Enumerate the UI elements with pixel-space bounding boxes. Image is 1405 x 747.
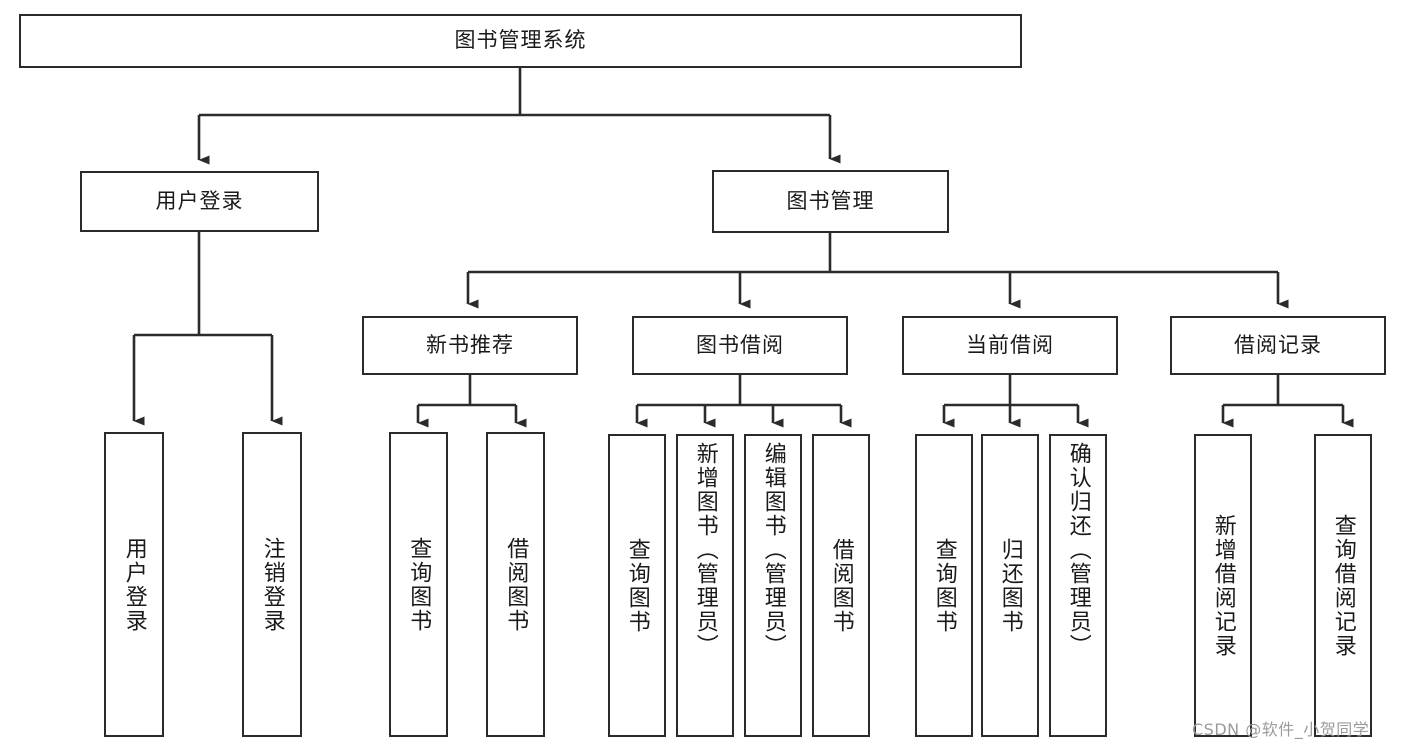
node-leaf-query-book-3[interactable]: 查询图书: [915, 434, 973, 737]
node-leaf-query-book-1[interactable]: 查询图书: [389, 432, 448, 737]
node-leaf-query-book-2[interactable]: 查询图书: [608, 434, 666, 737]
node-leaf-add-record-label: 新增借阅记录: [1210, 513, 1236, 658]
node-leaf-add-book-label: 新增图书（管理员）: [692, 442, 718, 658]
node-leaf-add-book[interactable]: 新增图书（管理员）: [676, 434, 734, 737]
node-leaf-user-login[interactable]: 用户登录: [104, 432, 164, 737]
node-borrow-record[interactable]: 借阅记录: [1170, 316, 1386, 375]
node-borrow-record-label: 借阅记录: [1234, 332, 1322, 357]
node-new-book-recommend[interactable]: 新书推荐: [362, 316, 578, 375]
node-leaf-query-book-3-label: 查询图书: [931, 537, 957, 634]
node-leaf-borrow-book-2[interactable]: 借阅图书: [812, 434, 870, 737]
node-leaf-borrow-book-2-label: 借阅图书: [828, 537, 854, 634]
node-book-borrow-label: 图书借阅: [696, 332, 784, 357]
node-leaf-confirm-return[interactable]: 确认归还（管理员）: [1049, 434, 1107, 737]
node-user-login-label: 用户登录: [155, 188, 244, 213]
node-leaf-user-login-label: 用户登录: [121, 536, 147, 633]
node-leaf-confirm-return-label: 确认归还（管理员）: [1065, 442, 1091, 658]
node-current-borrow[interactable]: 当前借阅: [902, 316, 1118, 375]
node-leaf-borrow-book-1[interactable]: 借阅图书: [486, 432, 545, 737]
node-leaf-user-logout-label: 注销登录: [259, 536, 285, 633]
node-root[interactable]: 图书管理系统: [19, 14, 1022, 68]
node-leaf-edit-book[interactable]: 编辑图书（管理员）: [744, 434, 802, 737]
node-leaf-edit-book-label: 编辑图书（管理员）: [760, 442, 786, 658]
node-leaf-query-book-1-label: 查询图书: [406, 536, 432, 633]
node-book-borrow[interactable]: 图书借阅: [632, 316, 848, 375]
watermark: CSDN @软件_小贺同学: [1192, 720, 1370, 739]
node-leaf-query-book-2-label: 查询图书: [624, 537, 650, 634]
node-leaf-user-logout[interactable]: 注销登录: [242, 432, 302, 737]
node-new-book-recommend-label: 新书推荐: [426, 332, 514, 357]
node-user-login[interactable]: 用户登录: [80, 171, 319, 232]
node-leaf-return-book[interactable]: 归还图书: [981, 434, 1039, 737]
node-leaf-borrow-book-1-label: 借阅图书: [503, 536, 529, 633]
node-leaf-return-book-label: 归还图书: [997, 537, 1023, 634]
node-leaf-add-record[interactable]: 新增借阅记录: [1194, 434, 1252, 737]
node-current-borrow-label: 当前借阅: [966, 332, 1054, 357]
node-book-manage[interactable]: 图书管理: [712, 170, 949, 233]
node-book-manage-label: 图书管理: [786, 188, 875, 213]
node-leaf-query-record[interactable]: 查询借阅记录: [1314, 434, 1372, 737]
node-root-label: 图书管理系统: [454, 28, 587, 53]
node-leaf-query-record-label: 查询借阅记录: [1330, 513, 1356, 658]
